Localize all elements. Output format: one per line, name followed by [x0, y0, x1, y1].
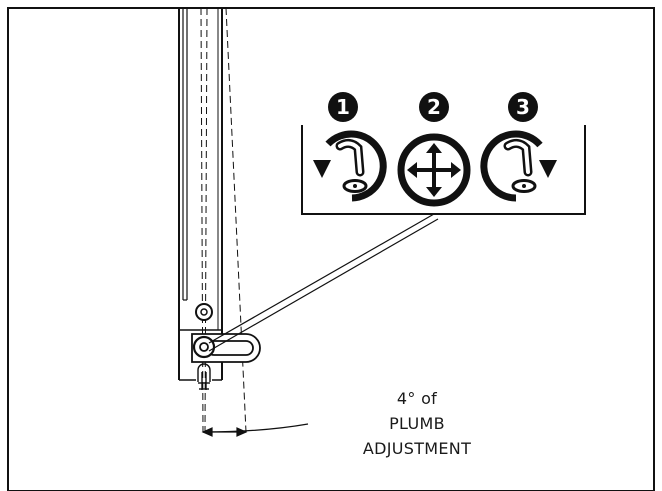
- step-3: 3: [480, 92, 557, 202]
- step-3-badge: [508, 92, 538, 122]
- angle-dimension: [201, 423, 309, 437]
- move-arrows-icon: [397, 133, 471, 207]
- callout-leaders: [208, 213, 439, 352]
- step-2-badge: [419, 92, 449, 122]
- step-1-badge: [328, 92, 358, 122]
- caption-line-3: ADJUSTMENT: [363, 439, 471, 458]
- adjustment-bolt: [192, 335, 216, 359]
- vertical-post: [178, 8, 223, 381]
- step-1: 1: [313, 92, 387, 202]
- loosen-counterclockwise-icon: [313, 130, 387, 202]
- caption-line-2: PLUMB: [389, 414, 445, 433]
- step-2-number: 2: [427, 95, 441, 119]
- plumb-reference-lines: [200, 7, 247, 433]
- step-3-number: 3: [516, 95, 530, 119]
- tighten-clockwise-icon: [480, 130, 557, 202]
- upper-bolt: [195, 303, 213, 321]
- caption-line-1: 4° of: [397, 389, 437, 408]
- step-1-number: 1: [336, 95, 350, 119]
- bottom-clip: [197, 363, 211, 390]
- outer-frame: [7, 7, 655, 491]
- step-2: 2: [397, 92, 471, 207]
